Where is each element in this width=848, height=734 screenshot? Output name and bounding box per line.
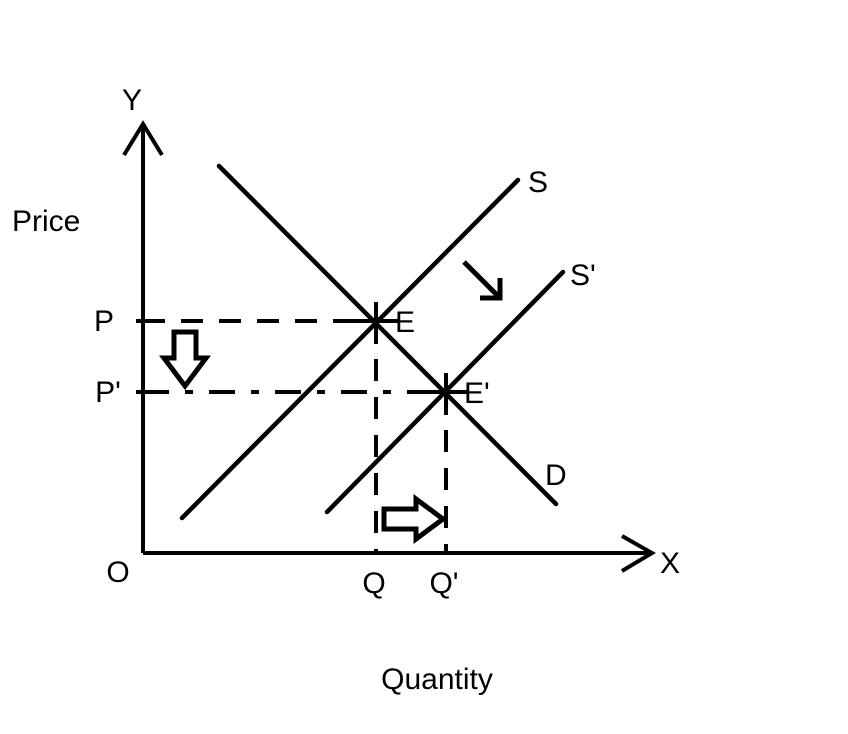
equilibrium-point-E [355, 302, 398, 344]
x-axis-label: X [660, 547, 680, 580]
y-axis [122, 120, 164, 553]
equilibrium-new-label: E' [464, 377, 490, 410]
quantity-rise-arrow-icon [381, 494, 448, 544]
supply-shift-arrow-icon [462, 260, 503, 301]
supply-shifted-curve-label: S' [570, 259, 596, 292]
supply-curve [179, 177, 521, 521]
price-fall-arrow-icon [159, 329, 211, 391]
price-initial-label: P [94, 305, 114, 338]
quantity-initial-label: Q [362, 567, 385, 600]
price-new-label: P' [95, 376, 121, 409]
equilibrium-point-E-prime [425, 373, 468, 415]
x-axis [143, 534, 656, 573]
quantity-axis-caption: Quantity [381, 663, 493, 696]
supply-curve-label: S [528, 166, 548, 199]
y-axis-label: Y [122, 84, 142, 117]
demand-curve-label: D [545, 459, 567, 492]
origin-label: O [106, 556, 129, 589]
demand-curve [216, 163, 559, 507]
price-axis-caption: Price [12, 205, 80, 238]
quantity-new-label: Q' [429, 567, 458, 600]
equilibrium-initial-label: E [395, 306, 415, 339]
